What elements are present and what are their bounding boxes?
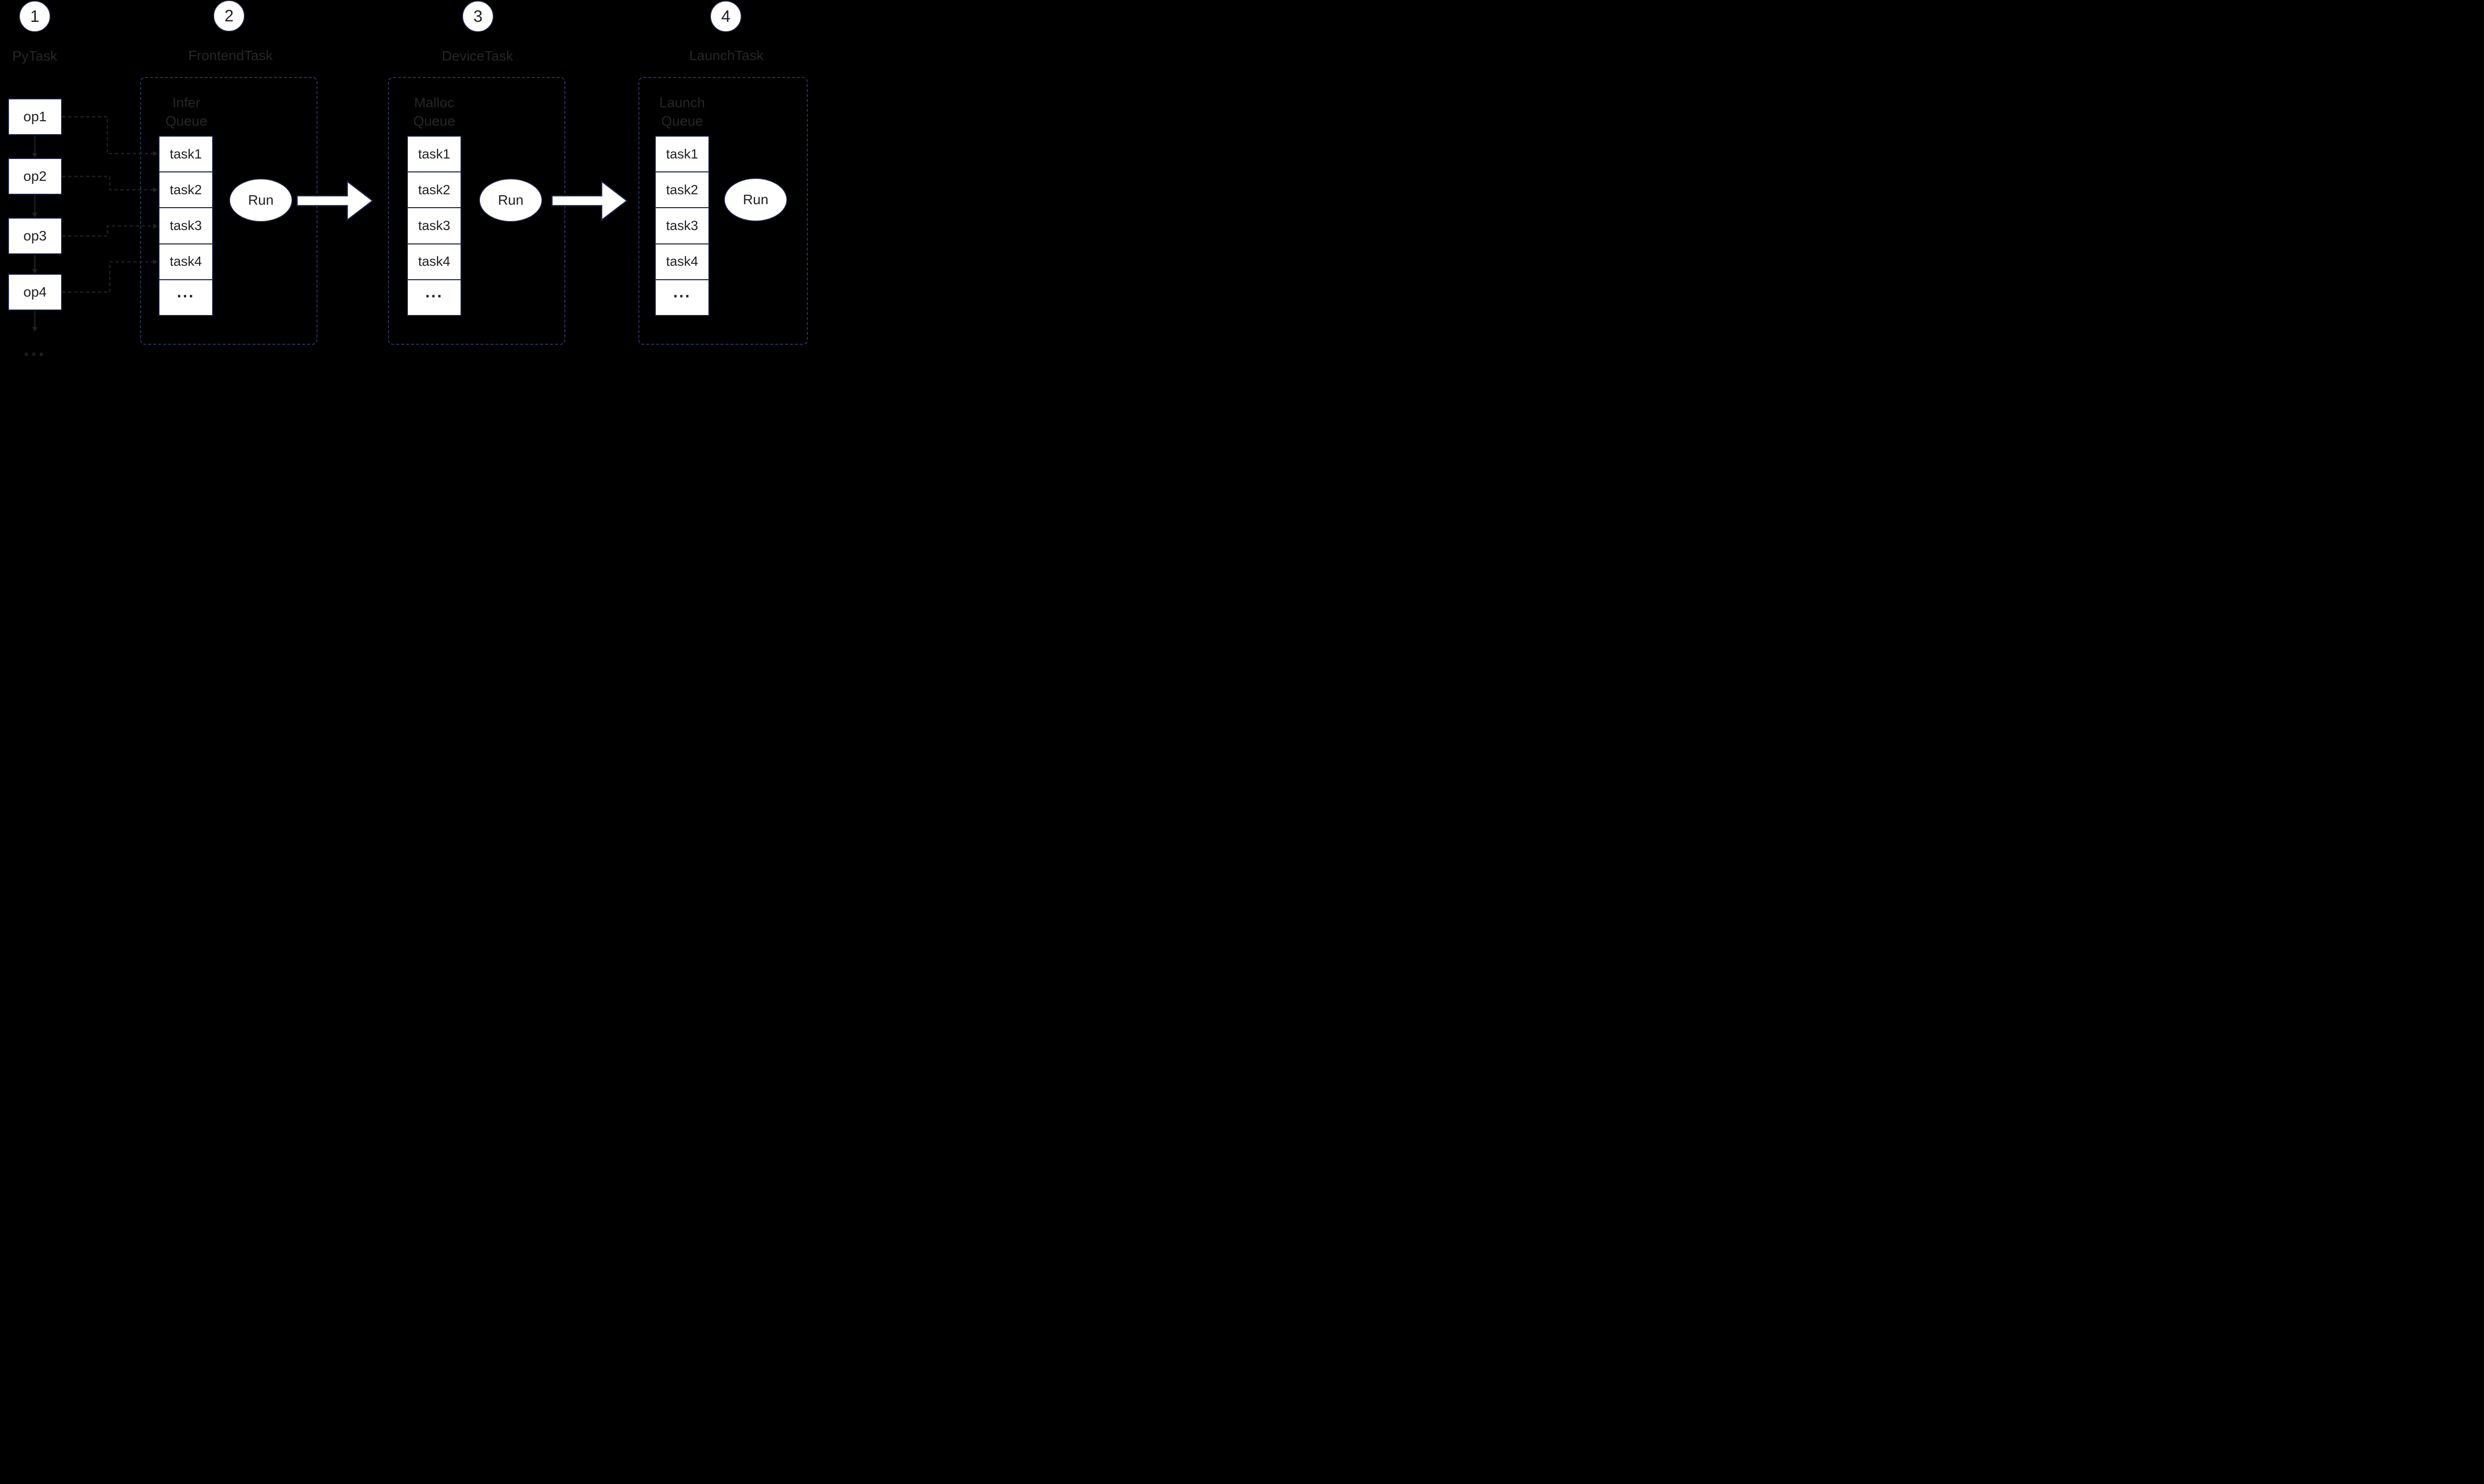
infer-queue: task1 task2 task3 task4 ... — [158, 136, 213, 316]
infer-queue-cell-4: task4 — [159, 243, 212, 279]
device-to-launch-arrow — [551, 180, 628, 222]
stage-1-number: 1 — [30, 7, 40, 25]
run-ellipse-frontend: Run — [229, 178, 293, 222]
op3-task3-connector — [62, 225, 153, 237]
infer-queue-cell-3: task3 — [159, 207, 212, 243]
malloc-queue-cell-2: task2 — [408, 171, 461, 207]
malloc-queue-label-line2: Queue — [413, 113, 456, 129]
infer-queue-label-line1: Infer — [172, 95, 201, 110]
op1-task1-arrowhead — [153, 151, 158, 156]
stage-4-title: LaunchTask — [689, 48, 764, 63]
op4-more-arrowhead — [32, 327, 38, 332]
launch-queue-cell-1: task1 — [666, 146, 699, 161]
op1-op2-arrowhead — [32, 153, 38, 158]
launch-queue-label-line1: Launch — [659, 95, 705, 110]
stage-2-title: FrontendTask — [188, 48, 273, 63]
stage-2-badge: 2 — [213, 0, 245, 32]
infer-queue-cell-more: ... — [159, 279, 212, 315]
malloc-queue-label: Malloc Queue — [385, 93, 484, 130]
stage-3-badge: 3 — [462, 0, 494, 32]
stage-1-badge: 1 — [19, 0, 51, 32]
arrows-layer — [32, 116, 628, 332]
op2-task2-connector — [62, 175, 153, 191]
stage-4-badge: 4 — [710, 0, 742, 32]
launchtask-container — [638, 77, 808, 345]
run-ellipse-launch: Run — [724, 178, 787, 222]
infer-queue-ellipsis: ... — [177, 283, 195, 302]
malloc-queue-ellipsis: ... — [425, 283, 443, 302]
launch-queue-cell-2: task2 — [656, 171, 708, 207]
malloc-queue-cell-3: task3 — [408, 207, 461, 243]
launch-queue-cell-more: ... — [656, 279, 708, 315]
stage-3-number: 3 — [473, 7, 483, 25]
stage-1-title: PyTask — [12, 48, 58, 64]
op3-task3-arrowhead — [153, 224, 158, 229]
infer-queue-cell-1: task1 — [169, 146, 202, 161]
op1-box: op1 — [8, 98, 62, 135]
launch-queue: task1 task2 task3 task4 ... — [655, 136, 709, 316]
malloc-queue-cell-4: task4 — [408, 243, 461, 279]
op3-op4-arrowhead — [32, 269, 38, 274]
op2-op3-arrowhead — [32, 213, 38, 218]
infer-queue-cell-2: task2 — [159, 171, 212, 207]
stage-2-number: 2 — [224, 6, 234, 25]
op4-task4-connector — [62, 261, 153, 293]
launch-queue-label-line2: Queue — [661, 113, 703, 129]
pipeline-diagram: 1 2 3 4 PyTask FrontendTask DeviceTask L… — [0, 0, 809, 371]
op2-box: op2 — [8, 158, 62, 195]
op4-box: op4 — [8, 274, 62, 311]
op4-task4-arrowhead — [153, 259, 158, 264]
malloc-queue-label-line1: Malloc — [414, 95, 455, 110]
frontendtask-container — [140, 77, 317, 345]
op3-box: op3 — [8, 218, 62, 254]
launch-queue-cell-3: task3 — [656, 207, 708, 243]
stage-4-number: 4 — [721, 7, 731, 25]
launch-queue-label: Launch Queue — [632, 93, 732, 130]
launch-queue-cell-4: task4 — [656, 243, 708, 279]
malloc-queue-cell-1: task1 — [418, 146, 451, 161]
op2-task2-arrowhead — [153, 187, 158, 192]
op-list-ellipsis: ... — [23, 338, 46, 360]
launch-queue-ellipsis: ... — [673, 283, 691, 302]
malloc-queue: task1 task2 task3 task4 ... — [407, 136, 462, 316]
op1-task1-connector — [62, 116, 153, 155]
stage-3-title: DeviceTask — [442, 48, 513, 64]
run-ellipse-device: Run — [479, 178, 543, 222]
infer-queue-label-line2: Queue — [165, 113, 208, 129]
devicetask-container — [388, 77, 565, 345]
malloc-queue-cell-more: ... — [408, 279, 461, 315]
infer-queue-label: Infer Queue — [137, 93, 236, 130]
frontend-to-device-arrow — [296, 180, 374, 222]
